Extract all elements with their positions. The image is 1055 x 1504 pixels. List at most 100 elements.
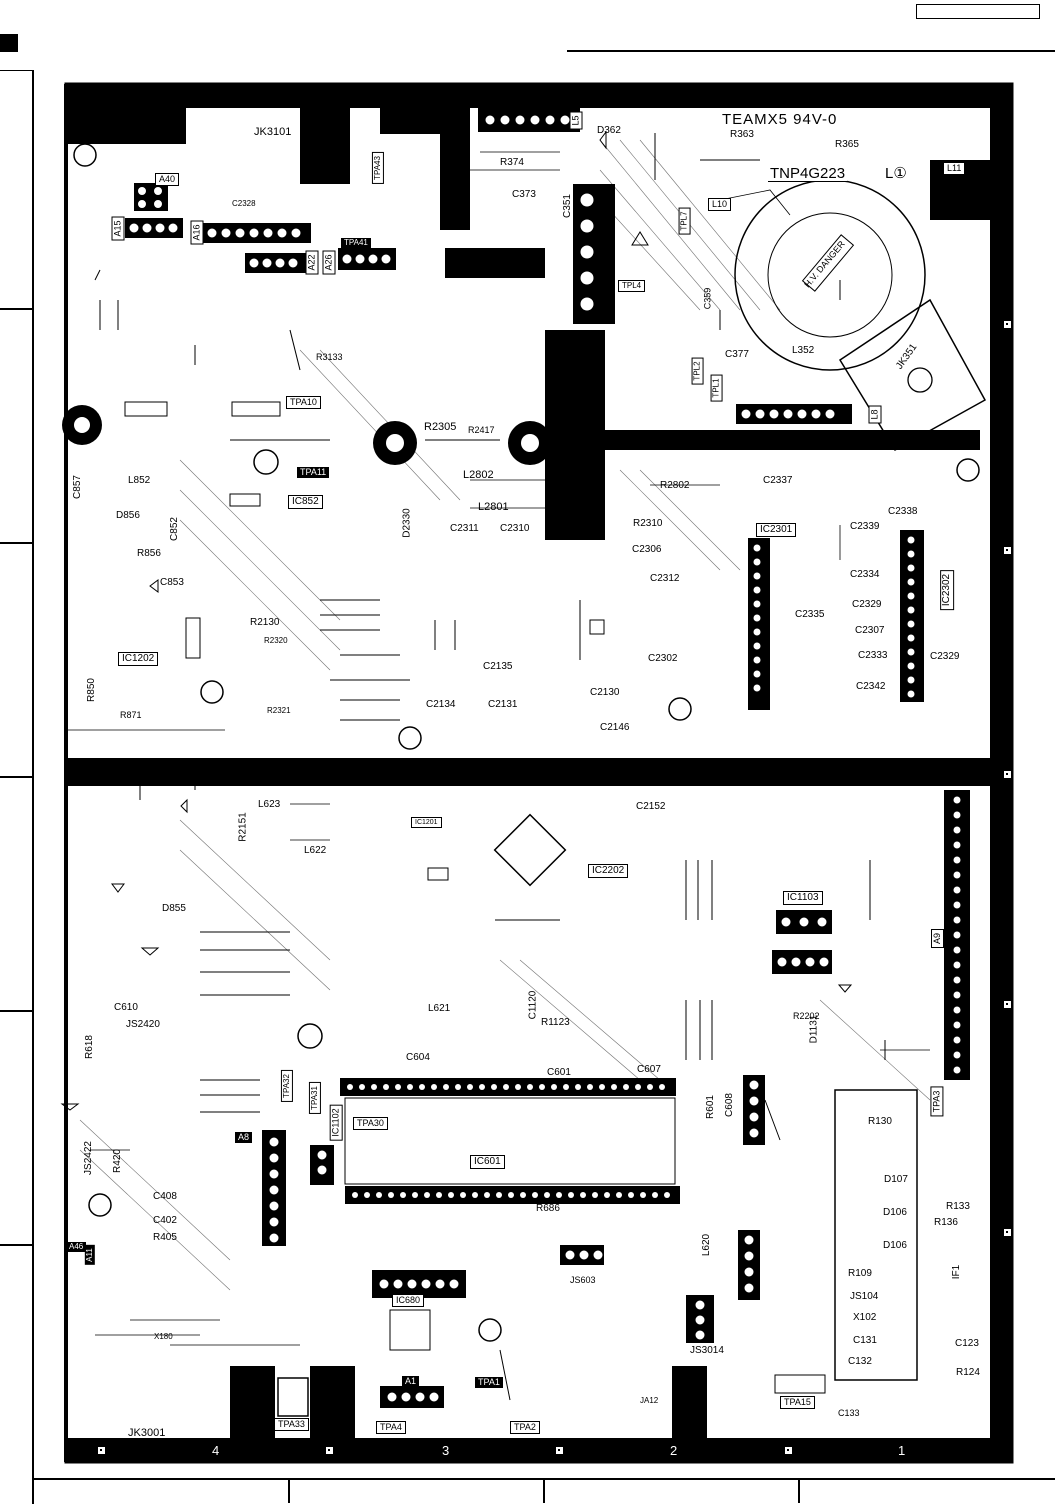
component-label: L2802 [463,469,494,481]
cutout-mid-block [445,248,545,278]
mount-hole [73,143,97,167]
component-label: JS104 [850,1291,879,1302]
grid-marker [97,1446,106,1455]
component-label: D362 [597,125,621,136]
component-label: C2335 [795,609,825,620]
row-label-F: F [1002,204,1010,219]
component-label: R3133 [316,352,343,362]
col-label-2: 2 [670,1443,678,1458]
component-label: D2330 [401,508,413,538]
test-point-label: TPA33 [274,1418,309,1431]
component-label: C607 [637,1064,661,1075]
left-frame-tick [0,1244,32,1246]
component-label: C373 [512,189,536,200]
component-label: C359 [702,287,713,310]
component-label: R420 [111,1149,123,1173]
component-label: C2130 [590,687,620,698]
ic-label: IC2202 [588,864,629,878]
col-label-1: 1 [898,1443,906,1458]
component-label: R871 [120,710,142,720]
grid-marker [1003,1228,1012,1237]
mount-hole [668,697,692,721]
test-point-label: TPA4 [376,1421,406,1434]
component-label: X180 [154,1332,173,1341]
jumper-arrows [94,133,886,1401]
component-label: C853 [160,577,184,588]
mount-hole [297,1023,323,1049]
component-label: C601 [547,1067,571,1078]
test-point-label: TPL4 [618,280,646,292]
component-label: C2328 [232,199,256,208]
test-point-label: TPA2 [510,1421,540,1434]
component-label: R601 [704,1095,716,1119]
component-label: L852 [128,475,151,486]
connector-label: L11 [943,162,966,175]
component-label: C604 [406,1052,430,1063]
component-label: C2338 [888,506,918,517]
tpa33-pad [277,1377,309,1417]
jk351-hole [907,367,933,393]
bottom-frame-tick [288,1478,290,1503]
component-label: C408 [153,1191,177,1202]
component-label: C133 [838,1408,860,1418]
ic-label: IC2302 [940,569,955,611]
component-label: C2310 [500,523,530,534]
component-label: R686 [536,1203,560,1214]
cutout-bottom-3 [672,1366,707,1438]
ic2302-pins [900,530,924,702]
component-label: D855 [162,903,186,914]
ic-label: IC1103 [783,891,823,905]
board-number: TNP4G223 [768,165,848,182]
ic-label: IC680 [392,1294,425,1307]
connector-a1 [380,1386,444,1408]
test-point-label: TPA15 [780,1396,815,1409]
left-frame-tick [0,308,32,310]
component-label: C2152 [636,801,666,812]
component-label: C2339 [850,521,880,532]
board-top-strip [66,84,1012,108]
ic-label: IC1201 [411,817,442,828]
component-label: C857 [71,475,83,499]
component-label: R363 [730,129,754,140]
component-label: C2329 [930,651,960,662]
component-label: R2320 [264,636,288,645]
connector-x102 [738,1230,760,1300]
test-point-label: TPL7 [678,207,691,235]
test-point-label: TPA32 [280,1070,293,1102]
component-label: R365 [835,139,859,150]
component-label: C351 [561,194,573,218]
ic-label: IC2301 [756,523,797,537]
cutout-top-4 [440,100,470,230]
grid-marker [1003,546,1012,555]
connector-label: A22 [305,250,319,275]
component-label: R133 [946,1201,970,1212]
mount-hole [956,458,980,482]
component-label: C2337 [763,475,793,486]
component-label: C610 [114,1002,138,1013]
test-point-label: TPA43 [371,152,384,184]
component-label: R1123 [541,1017,570,1028]
row-label-B: B [1002,1112,1011,1127]
component-label: C2302 [648,653,678,664]
component-label: R2802 [660,480,690,491]
component-label: R2310 [633,518,663,529]
left-frame-tick [0,1010,32,1012]
connector-a40 [134,183,168,211]
mount-hole [398,726,422,750]
component-label: C608 [723,1093,735,1117]
cutout-top-2 [300,84,350,184]
connector-x101 [743,1075,765,1145]
component-outlines [60,130,853,1394]
component-label: R124 [956,1367,980,1378]
bottom-frame-tick [798,1478,800,1503]
connector-tu2 [834,1089,918,1381]
component-label: D107 [884,1174,908,1185]
component-label: D106 [883,1207,907,1218]
corner-block [0,34,18,52]
hatch-lines [79,139,931,1291]
ic2202-package [493,813,567,887]
col-label-3: 3 [442,1443,450,1458]
grid-marker [1003,770,1012,779]
mount-hole-inner [521,434,539,452]
